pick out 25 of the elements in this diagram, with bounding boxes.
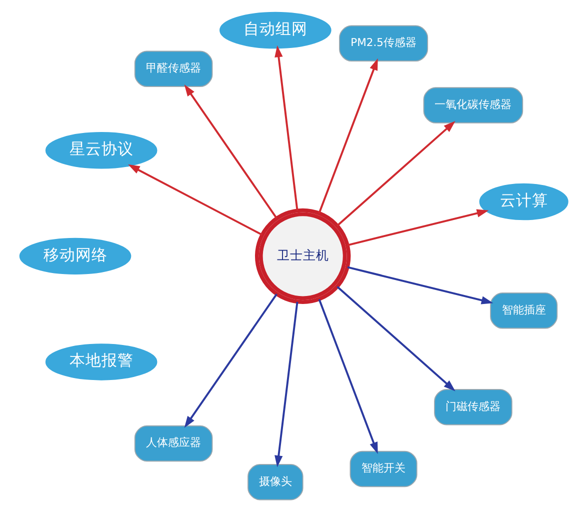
node-box: 智能开关	[350, 450, 418, 488]
arrow	[347, 266, 494, 304]
node-box: 甲醛传感器	[134, 50, 213, 87]
node-box: 人体感应器	[134, 425, 213, 462]
arrow	[336, 286, 456, 392]
node-circle: 卫士主机	[254, 208, 351, 304]
arrow	[184, 84, 278, 219]
node-box: 一氧化碳传感器	[423, 87, 524, 124]
node-ellipse: 自动组网	[220, 12, 332, 49]
arrow	[347, 209, 489, 246]
arrow	[274, 302, 298, 468]
arrow	[184, 294, 278, 428]
arrow	[318, 58, 378, 214]
node-ellipse: 云计算	[479, 183, 568, 220]
node-box: 摄像头	[248, 464, 304, 500]
node-box: 智能插座	[490, 292, 558, 329]
node-ellipse: 移动网络	[19, 238, 132, 275]
node-box: 门磁传感器	[434, 389, 512, 426]
arrow	[318, 298, 378, 454]
node-ellipse: 星云协议	[45, 132, 158, 169]
node-ellipse: 本地报警	[45, 344, 158, 380]
arrow	[336, 121, 456, 226]
arrow	[128, 164, 263, 236]
arrow	[274, 45, 298, 211]
node-box: PM2.5传感器	[339, 25, 428, 62]
